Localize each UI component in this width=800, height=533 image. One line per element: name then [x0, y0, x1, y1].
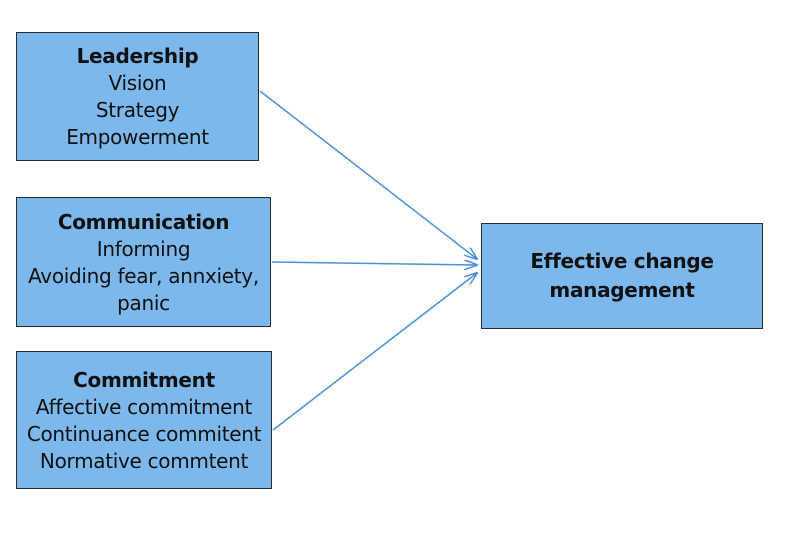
outcome-title-line-1: Effective change: [530, 249, 714, 273]
outcome-title-line-2: management: [549, 278, 695, 302]
communication-item-informing: Informing: [96, 236, 191, 261]
commitment-title: Commitment: [73, 367, 215, 392]
arrow-commitment-to-outcome: [272, 273, 477, 431]
leadership-item-strategy: Strategy: [95, 98, 180, 122]
communication-title: Communication: [57, 209, 230, 234]
communication-item-avoiding-fear: Avoiding fear, annxiety,: [28, 263, 259, 288]
arrow-leadership-to-outcome: [259, 90, 477, 259]
communication-item-panic: panic: [117, 290, 170, 315]
commitment-box: Commitment Affective commitment Continua…: [16, 351, 272, 489]
communication-box: Communication Informing Avoiding fear, a…: [16, 197, 271, 327]
commitment-item-continuance: Continuance commitent: [26, 421, 262, 446]
arrow-communication-to-outcome: [271, 262, 477, 265]
commitment-item-normative: Normative commtent: [39, 448, 249, 473]
leadership-title: Leadership: [76, 44, 199, 68]
leadership-item-vision: Vision: [108, 71, 167, 95]
commitment-item-affective: Affective commitment: [35, 394, 253, 419]
outcome-box: Effective change management: [481, 223, 763, 329]
leadership-box: Leadership Vision Strategy Empowerment: [16, 32, 259, 161]
leadership-item-empowerment: Empowerment: [66, 125, 209, 149]
